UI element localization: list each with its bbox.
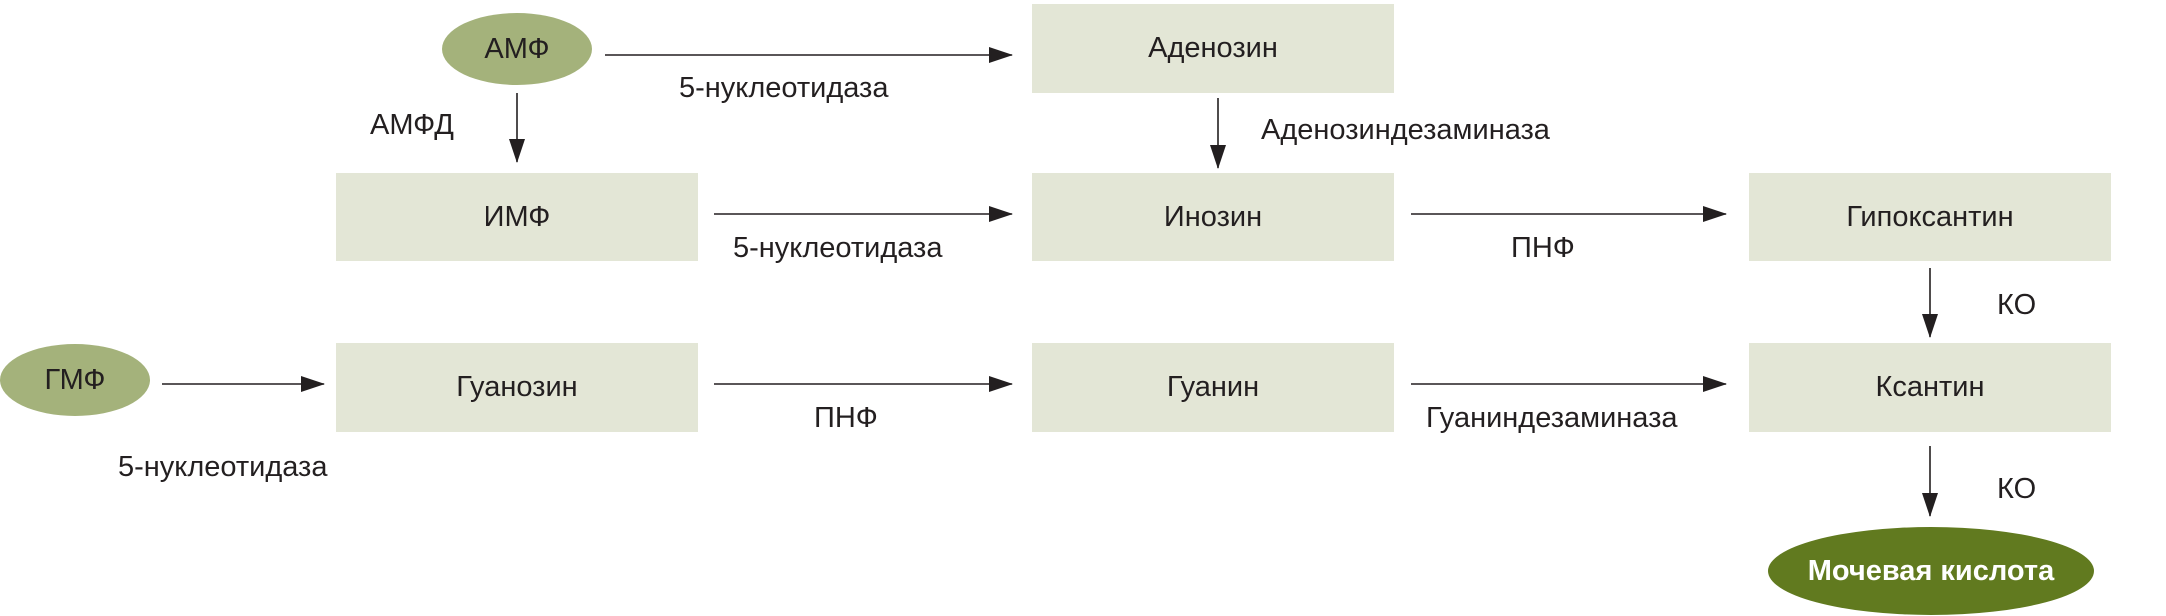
- node-uric-acid: Мочевая кислота: [1768, 527, 2094, 615]
- label-xanthine-to-uric-acid: КО: [1997, 473, 2037, 505]
- label-gmp-to-guanosine: 5-нуклеотидаза: [118, 451, 328, 483]
- label-inosine-to-hypoxanthine: ПНФ: [1511, 232, 1575, 264]
- label-guanine-to-xanthine: Гуаниндезаминаза: [1426, 402, 1678, 434]
- label-adenosine-to-inosine: Аденозиндезаминаза: [1261, 114, 1550, 146]
- node-adenosine: Аденозин: [1032, 4, 1394, 93]
- node-inosine: Инозин: [1032, 173, 1394, 261]
- node-amp: АМФ: [442, 13, 592, 85]
- node-guanine: Гуанин: [1032, 343, 1394, 432]
- node-guanosine: Гуанозин: [336, 343, 698, 432]
- node-gmp: ГМФ: [0, 344, 150, 416]
- label-guanosine-to-guanine: ПНФ: [814, 402, 878, 434]
- node-xanthine: Ксантин: [1749, 343, 2111, 432]
- label-amp-to-imp: АМФД: [370, 109, 454, 141]
- label-hypoxanthine-to-xanthine: КО: [1997, 289, 2037, 321]
- node-hypoxanthine: Гипоксантин: [1749, 173, 2111, 261]
- label-imp-to-inosine: 5-нуклеотидаза: [733, 232, 943, 264]
- label-amp-to-adenosine: 5-нуклеотидаза: [679, 72, 889, 104]
- node-imp: ИМФ: [336, 173, 698, 261]
